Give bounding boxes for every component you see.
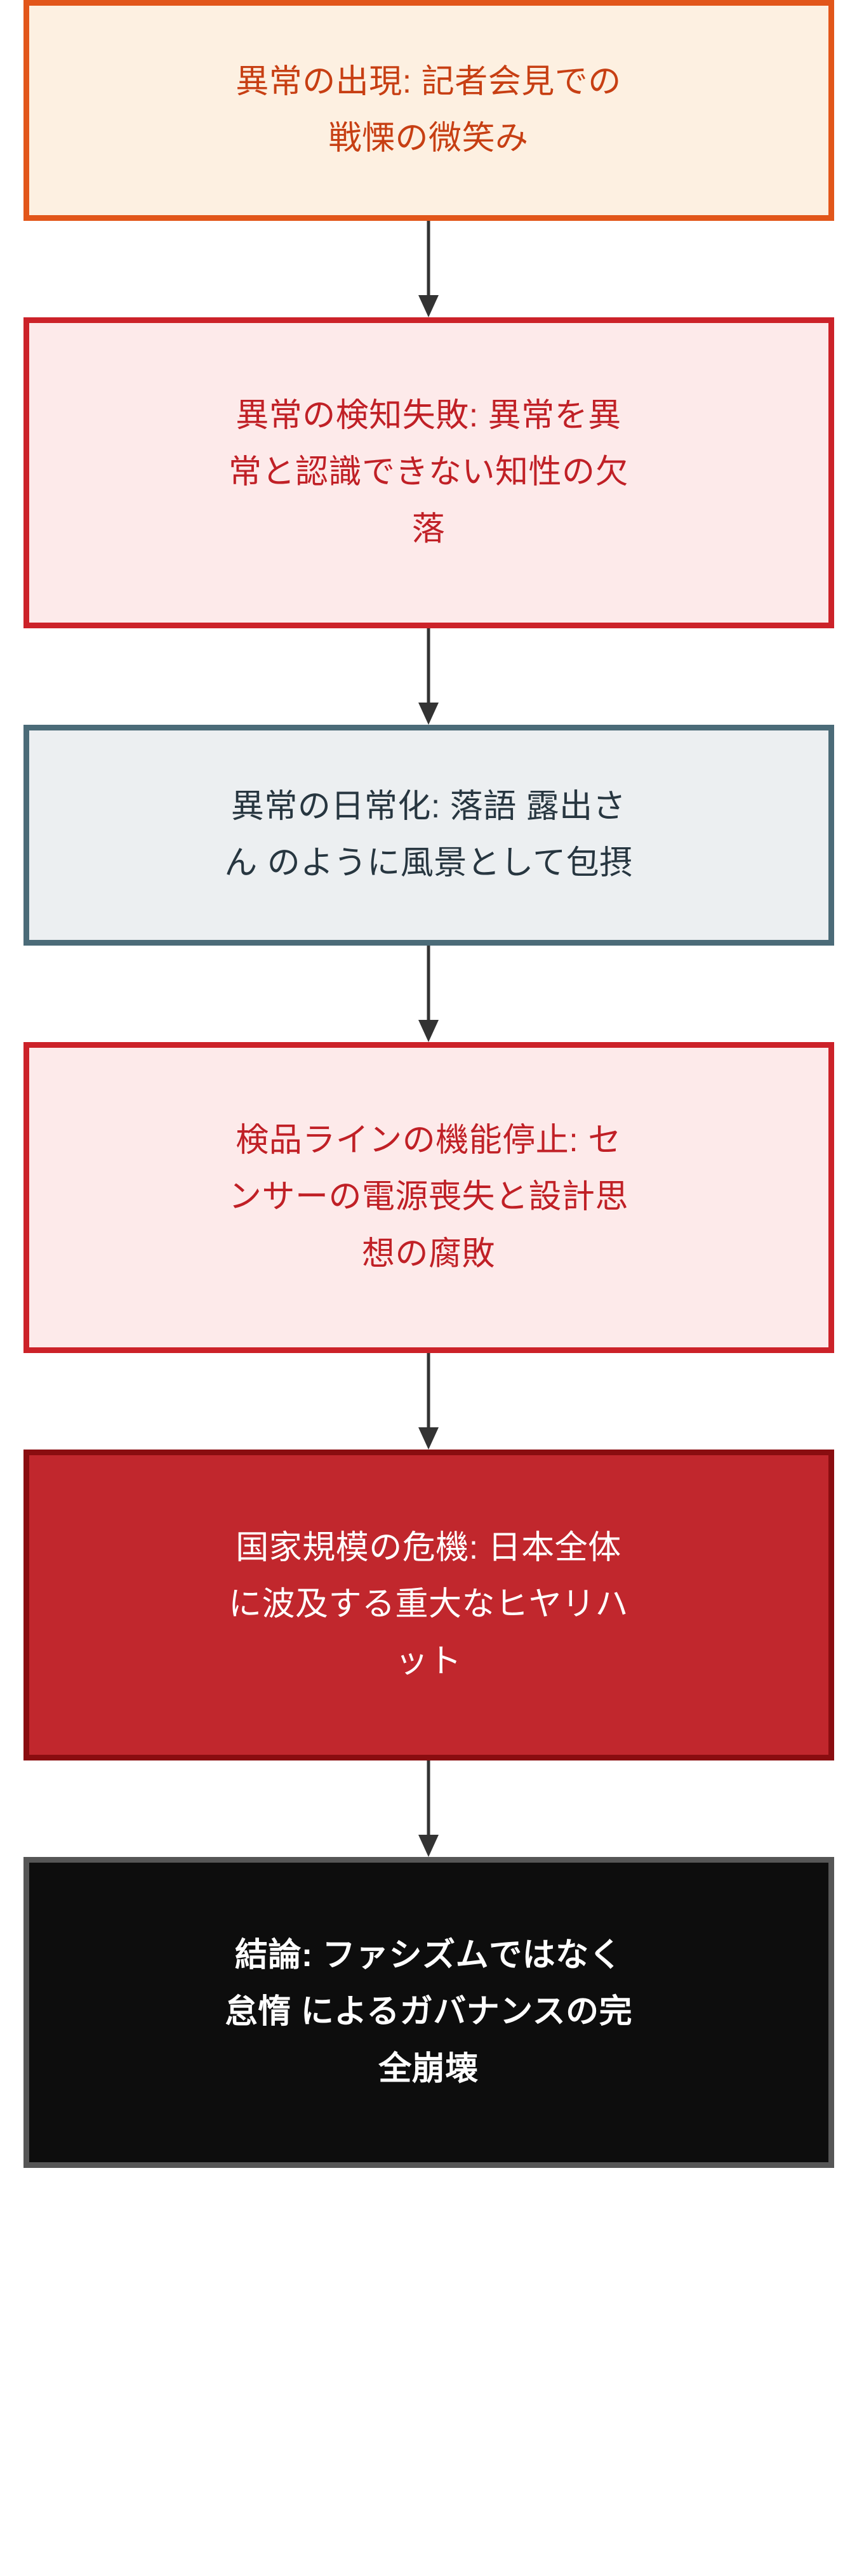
flow-node-conclusion[interactable]: 結論: ファシズムではなく 怠惰 によるガバナンスの完 全崩壊 (23, 1857, 834, 2168)
arrow-down-icon (418, 1353, 439, 1450)
flow-node-normalization[interactable]: 異常の日常化: 落語 露出さ ん のように風景として包摂 (23, 725, 834, 946)
arrow-down-icon (418, 946, 439, 1042)
flow-connector-4 (0, 1353, 857, 1450)
arrow-down-icon (418, 628, 439, 725)
flow-node-label: 異常の検知失敗: 異常を異 常と認識できない知性の欠 落 (228, 397, 628, 548)
flow-node-label: 国家規模の危機: 日本全体 に波及する重大なヒヤリハ ット (228, 1529, 628, 1680)
flow-node-inspection-line-halt[interactable]: 検品ラインの機能停止: セ ンサーの電源喪失と設計思 想の腐敗 (23, 1042, 834, 1353)
flow-node-abnormality-appearance[interactable]: 異常の出現: 記者会見での 戦慄の微笑み (23, 0, 834, 221)
flow-connector-3 (0, 946, 857, 1042)
arrow-down-icon (418, 221, 439, 317)
flow-node-label: 異常の出現: 記者会見での 戦慄の微笑み (236, 63, 621, 157)
flow-connector-2 (0, 628, 857, 725)
flow-connector-1 (0, 221, 857, 317)
flow-node-label: 結論: ファシズムではなく 怠惰 によるガバナンスの完 全崩壊 (224, 1936, 633, 2087)
flow-node-national-crisis[interactable]: 国家規模の危機: 日本全体 に波及する重大なヒヤリハ ット (23, 1450, 834, 1760)
flow-node-label: 異常の日常化: 落語 露出さ ん のように風景として包摂 (224, 788, 633, 882)
flow-node-label: 検品ラインの機能停止: セ ンサーの電源喪失と設計思 想の腐敗 (228, 1121, 628, 1272)
flow-node-detection-failure[interactable]: 異常の検知失敗: 異常を異 常と認識できない知性の欠 落 (23, 317, 834, 628)
flow-connector-5 (0, 1760, 857, 1857)
arrow-down-icon (418, 1760, 439, 1857)
